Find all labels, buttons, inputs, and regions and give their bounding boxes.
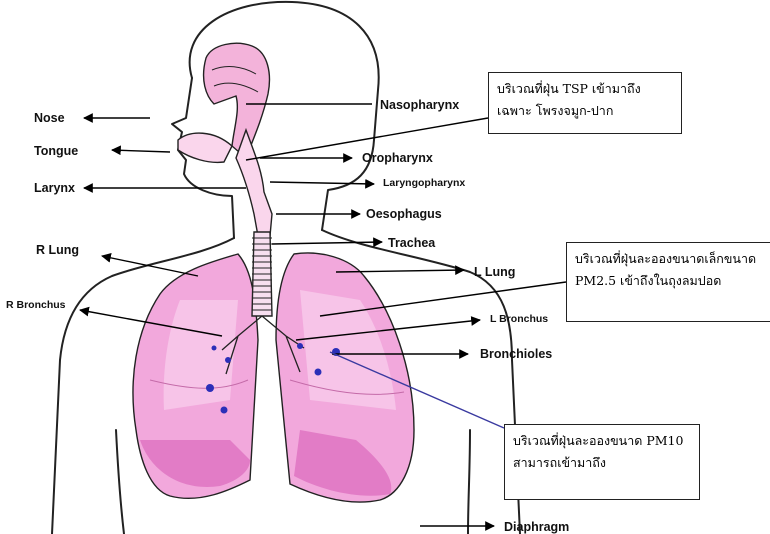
label-r-bronchus: R Bronchus	[6, 300, 66, 311]
callout-tsp-line1: บริเวณที่ฝุ่น TSP เข้ามาถึง	[497, 78, 673, 100]
label-oesophagus: Oesophagus	[366, 208, 442, 221]
callout-pm10-line1: บริเวณที่ฝุ่นละอองขนาด PM10	[513, 430, 691, 452]
callout-pm25-line1: บริเวณที่ฝุ่นละอองขนาดเล็กขนาด	[575, 248, 762, 270]
callout-tsp: บริเวณที่ฝุ่น TSP เข้ามาถึง เฉพาะ โพรงจม…	[488, 72, 682, 134]
label-l-lung: L Lung	[474, 266, 515, 279]
label-nasopharynx: Nasopharynx	[380, 99, 459, 112]
label-tongue: Tongue	[34, 145, 78, 158]
label-r-lung: R Lung	[36, 244, 79, 257]
pharynx	[236, 130, 272, 236]
callout-pm25-line2: PM2.5 เข้าถึงในถุงลมปอด	[575, 270, 762, 292]
tongue-shape	[178, 133, 232, 162]
callout-pm10-line2: สามารถเข้ามาถึง	[513, 452, 691, 474]
callout-pm25: บริเวณที่ฝุ่นละอองขนาดเล็กขนาด PM2.5 เข้…	[566, 242, 770, 322]
label-larynx: Larynx	[34, 182, 75, 195]
callout-tsp-line2: เฉพาะ โพรงจมูก-ปาก	[497, 100, 673, 122]
callout-pm10: บริเวณที่ฝุ่นละอองขนาด PM10 สามารถเข้ามา…	[504, 424, 700, 500]
label-bronchioles: Bronchioles	[480, 348, 552, 361]
trachea-arrow	[272, 242, 382, 244]
label-trachea: Trachea	[388, 237, 435, 250]
label-laryngopharynx: Laryngopharynx	[383, 178, 465, 189]
label-oropharynx: Oropharynx	[362, 152, 433, 165]
label-l-bronchus: L Bronchus	[490, 314, 548, 325]
laryngopharynx-arrow	[270, 182, 374, 184]
r-lung-arrow	[102, 256, 198, 276]
tongue-arrow	[112, 150, 170, 152]
label-diaphragm: Diaphragm	[504, 521, 569, 534]
lungs	[133, 253, 414, 502]
label-nose: Nose	[34, 112, 65, 125]
